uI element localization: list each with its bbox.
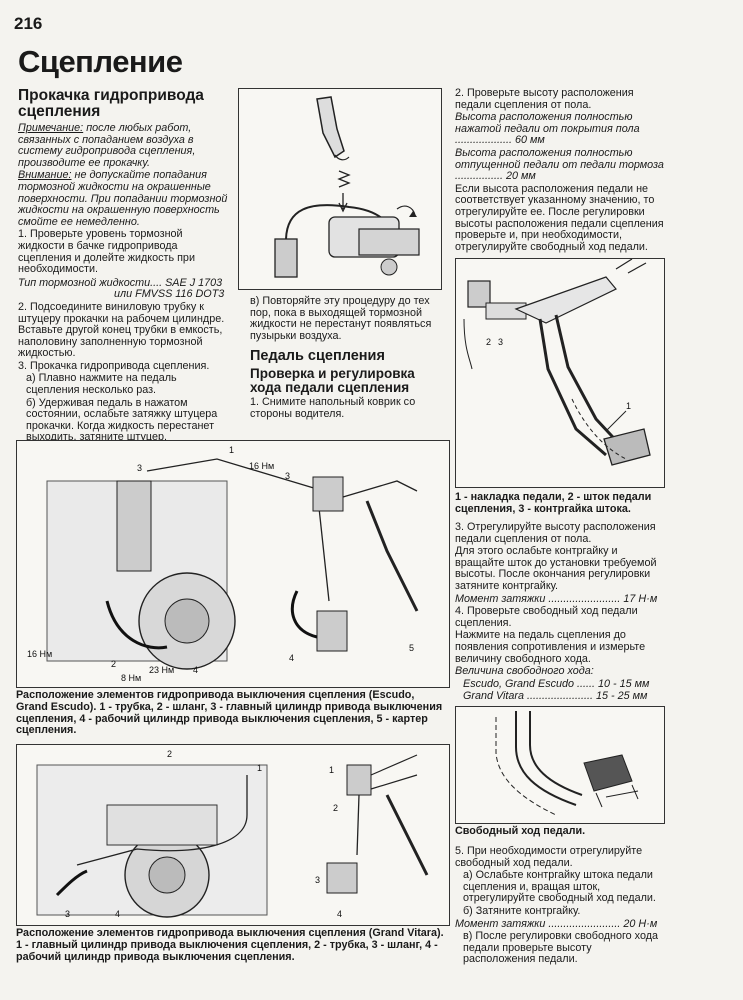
free-play-2-label: Grand Vitara xyxy=(463,690,525,703)
spec-2: Высота расположения полностью отпущенной… xyxy=(455,146,664,183)
escudo-figure: 3 1 16 Нм 3 16 Нм 2 8 Нм 23 Нм 4 4 5 xyxy=(16,440,450,688)
r-step-5: 5. При необходимости отрегулируйте свобо… xyxy=(455,845,643,869)
escudo-label-4b: 4 xyxy=(289,653,294,663)
free-play-caption: Свободный ход педали. xyxy=(455,825,586,837)
vitara-illustration: 2 1 1 2 3 3 4 4 xyxy=(36,749,429,919)
left-column: Прокачка гидропривода сцепления Примечан… xyxy=(18,88,228,445)
escudo-label-16nm-top: 16 Нм xyxy=(249,461,274,471)
vitara-label-2a: 2 xyxy=(167,749,172,759)
r-para: Если высота расположения педали не соотв… xyxy=(455,182,664,253)
r-step-3-text: Для этого ослабьте контргайку и вращайте… xyxy=(455,545,657,592)
pedal-figure-caption: 1 - накладка педали, 2 - шток педали сце… xyxy=(455,491,652,515)
r-step-5b: б) Затяните контргайку. xyxy=(463,904,581,917)
pedal-step-1: 1. Снимите напольный коврик со стороны в… xyxy=(250,396,416,420)
step-2: 2. Подсоедините виниловую трубку к штуце… xyxy=(18,300,225,360)
vitara-label-3b: 3 xyxy=(315,875,320,885)
escudo-label-4a: 4 xyxy=(193,665,198,675)
step-3c: в) Повторяйте эту процедуру до тех пор, … xyxy=(250,295,432,342)
page-title: Сцепление xyxy=(18,44,183,79)
spec-1: Высота расположения полностью нажатой пе… xyxy=(455,111,640,147)
free-play-figure xyxy=(455,706,665,824)
fluid-value-1: SAE J 1703 xyxy=(165,276,223,289)
page-number: 216 xyxy=(14,14,43,33)
escudo-label-3a: 3 xyxy=(137,463,142,473)
pedal-figure: 2 3 1 xyxy=(455,258,665,488)
free-play-2-value: 15 - 25 мм xyxy=(596,690,648,703)
escudo-label-2: 2 xyxy=(111,659,116,669)
torque-2: Момент затяжки ........................ … xyxy=(455,917,658,930)
pedal-label-2: 2 xyxy=(486,337,491,347)
step-3: 3. Прокачка гидропривода сцепления. xyxy=(18,359,210,372)
escudo-label-3b: 3 xyxy=(285,471,290,481)
free-play-label: Величина свободного хода: xyxy=(455,665,594,678)
vitara-caption: Расположение элементов гидропривода выкл… xyxy=(16,927,444,963)
free-play-1: Escudo, Grand Escudo ...... 10 - 15 мм xyxy=(463,677,650,690)
right-column-mid: 3. Отрегулируйте высоту расположения пед… xyxy=(455,521,665,704)
escudo-caption: Расположение элементов гидропривода выкл… xyxy=(16,689,443,737)
warning: Внимание: не допускайте попадания тормоз… xyxy=(18,170,228,228)
bleeding-figure xyxy=(238,88,442,290)
r-step-4-text: Нажмите на педаль сцепления до появления… xyxy=(455,629,646,665)
pedal-label-1: 1 xyxy=(626,401,631,411)
fluid-label: Тип тормозной жидкости xyxy=(18,276,151,289)
r-step-5a: а) Ослабьте контргайку штока педали сцеп… xyxy=(463,869,656,905)
right-column-bottom: 5. При необходимости отрегулируйте свобо… xyxy=(455,845,665,967)
vitara-label-4b: 4 xyxy=(337,909,342,919)
spec-1-value: 60 мм xyxy=(515,134,545,147)
right-column-top: 2. Проверьте высоту расположения педали … xyxy=(455,87,665,254)
middle-column: в) Повторяйте эту процедуру до тех пор, … xyxy=(250,295,446,422)
fluid-value-2: или FMVSS 116 DOT3 xyxy=(114,288,225,301)
vitara-label-1b: 1 xyxy=(329,765,334,775)
torque-2-label: Момент затяжки xyxy=(455,917,546,930)
pedal-subheading: Проверка и регулировка хода педали сцепл… xyxy=(250,366,415,396)
free-play-2: Grand Vitara ...................... 15 -… xyxy=(463,690,648,703)
note: Примечание: после любых работ, связанных… xyxy=(18,122,228,169)
torque-1-value: 17 Н·м xyxy=(623,592,658,605)
step-3a: а) Плавно нажмите на педаль сцепления не… xyxy=(26,372,177,397)
warning-text: не допускайте попадания тормозной жидкос… xyxy=(18,169,228,228)
r-step-3: 3. Отрегулируйте высоту расположения пед… xyxy=(455,521,656,545)
free-play-illustration xyxy=(495,711,639,816)
pedal-heading: Педаль сцепления xyxy=(250,348,385,365)
bleeding-illustration xyxy=(274,96,420,278)
vitara-label-1a: 1 xyxy=(257,763,262,773)
pedal-label-3: 3 xyxy=(498,337,503,347)
note-label: Примечание: xyxy=(18,122,84,134)
r-step-4: 4. Проверьте свободный ход педали сцепле… xyxy=(455,605,638,629)
bleed-heading: Прокачка гидропривода сцепления xyxy=(18,87,204,120)
vitara-label-3a: 3 xyxy=(65,909,70,919)
escudo-label-8nm: 8 Нм xyxy=(121,673,141,683)
free-play-1-value: 10 - 15 мм xyxy=(598,677,650,690)
torque-2-value: 20 Н·м xyxy=(623,917,658,930)
vitara-label-4a: 4 xyxy=(115,909,120,919)
vitara-figure: 2 1 1 2 3 3 4 4 xyxy=(16,744,450,926)
escudo-illustration: 3 1 16 Нм 3 16 Нм 2 8 Нм 23 Нм 4 4 5 xyxy=(27,445,419,683)
vitara-label-2b: 2 xyxy=(333,803,338,813)
step-3b: б) Удерживая педаль в нажатом состоянии,… xyxy=(26,396,218,444)
r-step-2: 2. Проверьте высоту расположения педали … xyxy=(455,87,634,111)
spec-2-value: 20 мм xyxy=(506,170,536,183)
escudo-label-5: 5 xyxy=(409,643,414,653)
free-play-1-label: Escudo, Grand Escudo xyxy=(463,677,575,690)
torque-1-label: Момент затяжки xyxy=(455,592,546,605)
r-step-5c: в) После регулировки свободного хода пед… xyxy=(463,930,659,966)
spec-2-label: Высота расположения полностью отпущенной… xyxy=(455,146,664,171)
pedal-illustration: 2 3 1 xyxy=(463,259,651,466)
escudo-label-1: 1 xyxy=(229,445,234,455)
escudo-label-23nm: 23 Нм xyxy=(149,665,174,675)
step-1: 1. Проверьте уровень тормозной жидкости … xyxy=(18,228,195,276)
warning-label: Внимание: xyxy=(18,169,72,182)
torque-1: Момент затяжки ........................ … xyxy=(455,592,658,605)
escudo-label-16nm-left: 16 Нм xyxy=(27,649,52,659)
spec-1-label: Высота расположения полностью нажатой пе… xyxy=(455,111,640,135)
note-text: после любых работ, связанных с попадание… xyxy=(18,122,196,169)
